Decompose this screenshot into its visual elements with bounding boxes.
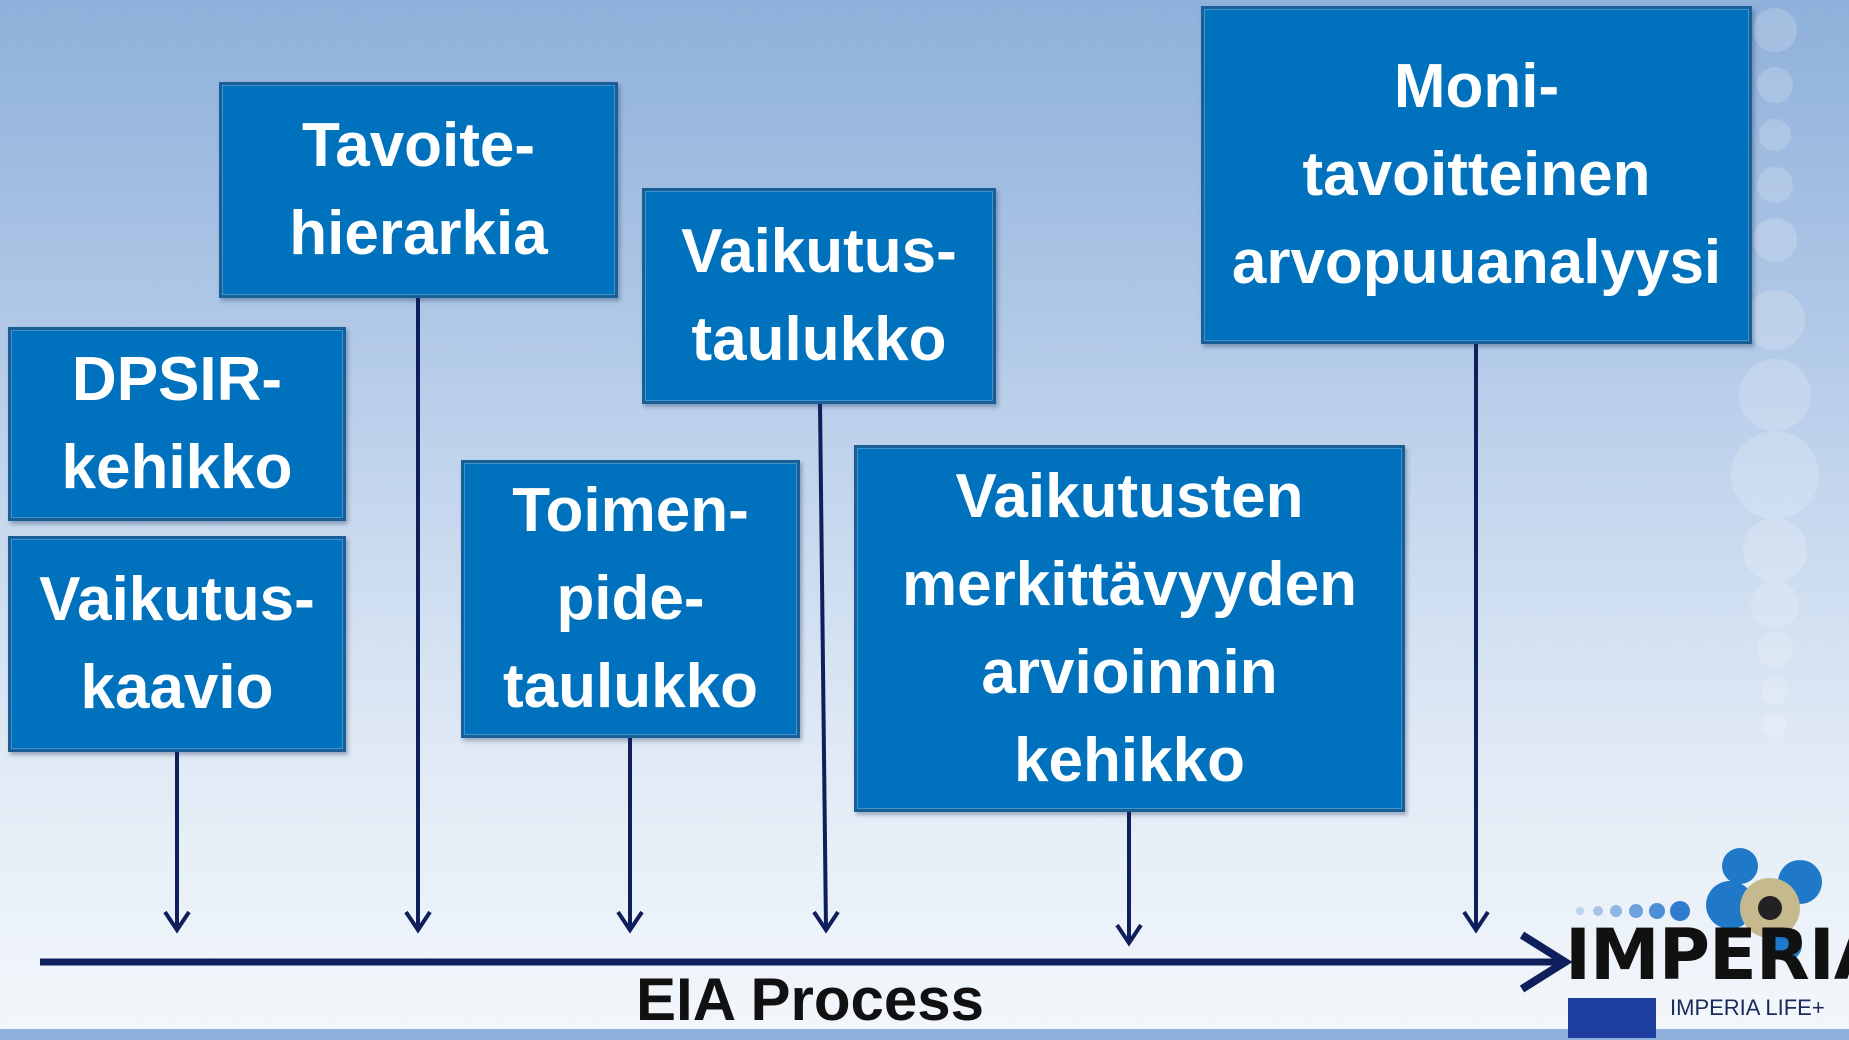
box-text-line: arvioinnin [981, 637, 1278, 707]
box-text-line: taulukko [503, 652, 758, 721]
box-arvopuuanalyysi: Moni- tavoitteinen arvopuuanalyysi [1201, 6, 1752, 344]
box-text-line: DPSIR- [71, 345, 283, 414]
box-text-line: Moni- [1393, 52, 1560, 121]
box-text-line: Tavoite- [301, 111, 536, 180]
eu-logo-caption: IMPERIA LIFE+ [1670, 995, 1825, 1020]
box-toimenpidetaulukko: Toimen- pide- taulukko [461, 460, 800, 738]
box-vaikutustaulukko: Vaikutus- taulukko [642, 188, 996, 404]
process-timeline-arrowhead [1519, 931, 1573, 993]
box-text-line: kaavio [80, 653, 274, 722]
box-text-line: tavoitteinen [1302, 140, 1651, 209]
box-text-line: arvopuuanalyysi [1231, 228, 1722, 297]
box-text-line: kehikko [1014, 725, 1245, 795]
box-text-line: hierarkia [289, 199, 548, 268]
box-text-line: Vaikutus- [39, 565, 315, 634]
eu-flag-icon [1568, 998, 1656, 1038]
process-label: EIA Process [636, 966, 984, 1033]
box-merkittavyyden-kehikko: Vaikutusten merkittävyyden arvioinnin ke… [854, 445, 1405, 812]
box-text-line: Vaikutus- [681, 217, 957, 286]
box-tavoitehierarkia: Tavoite- hierarkia [219, 82, 618, 298]
box-text-line: merkittävyyden [902, 549, 1357, 619]
imperia-logo-text: IMPERIA [1565, 914, 1849, 996]
box-text-line: kehikko [61, 433, 293, 502]
box-text-line: Toimen- [512, 476, 749, 545]
box-dpsir-kehikko: DPSIR- kehikko [8, 327, 346, 521]
box-text-line: taulukko [691, 305, 947, 374]
box-text-line: pide- [556, 564, 705, 633]
decorative-bubbles [1731, 8, 1819, 737]
arrow-vaikutustaulukko [818, 403, 828, 931]
imperia-logo-mark [1576, 848, 1822, 961]
box-vaikutuskaavio: Vaikutus- kaavio [8, 536, 346, 752]
box-text-line: Vaikutusten [955, 461, 1304, 531]
